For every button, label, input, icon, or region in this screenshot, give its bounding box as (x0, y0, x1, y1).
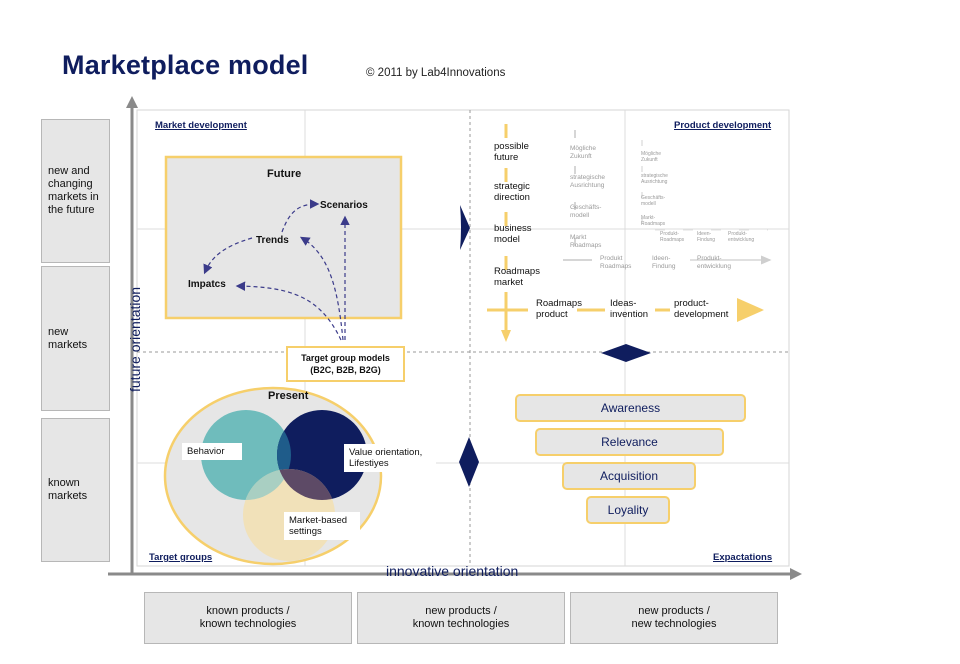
row-new-changing-markets: new and changing markets in the future (41, 119, 110, 263)
funnel-relevance: Relevance (535, 428, 724, 456)
market-based-label: Market-based settings (284, 512, 360, 540)
target-group-line2: (B2C, B2B, B2G) (310, 365, 381, 375)
behavior-label: Behavior (182, 443, 242, 460)
y-axis-label: future orientation (127, 286, 143, 392)
quadrant-market-development: Market development (155, 120, 247, 131)
target-group-label: Target group models (B2C, B2B, B2G) (287, 352, 404, 376)
x-axis-arrow-icon (790, 568, 802, 580)
funnel-awareness: Awareness (515, 394, 746, 422)
funnel-label: Awareness (600, 401, 661, 415)
funnel-label: Loyality (607, 503, 649, 517)
ghost-label: Produkt-entwicklung (697, 255, 731, 270)
quadrant-expectations: Expactations (713, 552, 773, 563)
row-known-markets: known markets (41, 418, 110, 562)
row-label: known markets (48, 477, 88, 502)
row-new-markets: new markets (41, 266, 110, 411)
ghost-label: Produkt-Roadmaps (660, 231, 685, 243)
present-title: Present (268, 390, 309, 402)
impacts-node: Impatcs (188, 279, 226, 290)
quadrant-product-development: Product development (674, 120, 772, 131)
row-label: new markets (48, 325, 88, 351)
roadmap-business-model: business model (494, 223, 532, 245)
ghost-label: strategische Ausrichtung (570, 174, 606, 189)
horizontal-double-arrow-icon (601, 344, 651, 362)
ghost-label: Geschäfts-modell (641, 195, 666, 207)
ghost-label: Markt Roadmaps (570, 234, 602, 249)
roadmap-possible-future: possible future (494, 141, 529, 163)
roadmap-ideas-invention: Ideas-invention (610, 298, 649, 320)
col-new-products-new-tech: new products / new technologies (570, 592, 778, 644)
scenarios-node: Scenarios (320, 200, 368, 211)
roadmap-product-development: product-development (674, 298, 729, 320)
copyright-text: © 2011 by Lab4Innovations (366, 67, 506, 79)
col-label: new products / new technologies (631, 605, 717, 630)
value-orientation-label: Value orientation, Lifestiyes (344, 444, 436, 472)
ghost-label: Produkt Roadmaps (600, 255, 632, 270)
funnel-loyalty: Loyality (586, 496, 670, 524)
trends-node: Trends (256, 235, 289, 246)
ghost-label: Mögliche Zukunft (570, 145, 597, 160)
quadrant-target-groups: Target groups (149, 552, 213, 563)
ghost-label: Ideen-Findung (697, 231, 716, 243)
x-axis-label: innovative orientation (386, 563, 519, 579)
ghost-label: Ideen-Findung (652, 255, 676, 270)
right-arrow-icon (460, 205, 470, 250)
target-group-box (286, 346, 405, 382)
col-label: new products / known technologies (412, 605, 510, 630)
y-axis-arrow-icon (126, 96, 138, 108)
col-label: known products / known technologies (199, 605, 297, 630)
vertical-double-arrow-icon (459, 437, 479, 487)
roadmap-strategic-direction: strategic direction (494, 181, 530, 203)
funnel-acquisition: Acquisition (562, 462, 696, 490)
target-group-line1: Target group models (301, 353, 390, 363)
funnel-label: Acquisition (599, 469, 659, 483)
future-title: Future (267, 168, 302, 180)
col-known-products: known products / known technologies (144, 592, 352, 644)
ghost-label: Produkt-entwicklung (728, 231, 755, 243)
col-new-products-known-tech: new products / known technologies (357, 592, 565, 644)
ghost-label: Markt-Roadmaps (641, 215, 666, 227)
roadmap-product: Roadmaps product (536, 298, 582, 320)
ghost-label: Mögliche Zukunft (641, 151, 662, 163)
ghost-label: Geschäfts-modell (570, 204, 602, 219)
row-label: new and changing markets in the future (48, 165, 99, 216)
funnel-label: Relevance (601, 435, 658, 449)
page-title: Marketplace model (62, 50, 309, 80)
ghost-label: strategische Ausrichtung (641, 173, 668, 185)
roadmap-market: Roadmaps market (494, 266, 540, 288)
